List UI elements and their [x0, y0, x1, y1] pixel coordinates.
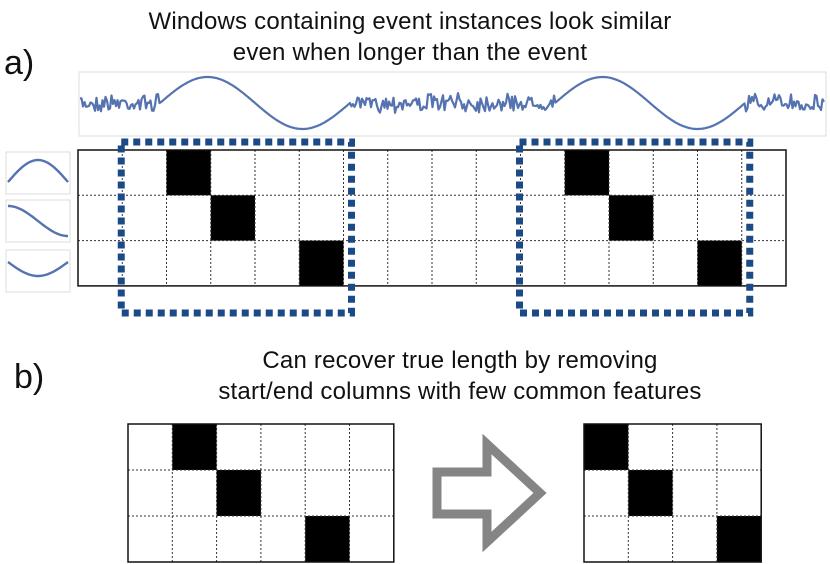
right-arrow-icon — [432, 433, 547, 553]
filled-cell — [216, 470, 261, 516]
thumbnail-curve — [7, 158, 69, 183]
time-series-signal — [79, 75, 825, 131]
panel-a-label: a) — [4, 44, 35, 82]
panel-a-title-line-2: even when longer than the event — [232, 39, 588, 66]
filled-cell — [210, 195, 255, 241]
panel-a-title: Windows containing event instances look … — [110, 6, 710, 68]
grid-border — [77, 149, 787, 287]
event-window-2 — [516, 138, 754, 317]
filled-cell — [628, 470, 673, 516]
panel-b-title-line-2: start/end columns with few common featur… — [218, 378, 702, 405]
filled-cell — [166, 150, 211, 196]
panel-b-title: Can recover true length by removing star… — [160, 345, 760, 407]
thumbnail-curve — [8, 204, 68, 238]
feature-grid-a — [77, 149, 787, 287]
shapelet-descending-thumbnail — [5, 199, 71, 243]
grid-border — [583, 423, 762, 563]
filled-cell — [697, 240, 742, 286]
panel-b-label: b) — [14, 358, 45, 396]
event-window-1 — [117, 138, 355, 317]
panel-b-title-line-1: Can recover true length by removing — [262, 347, 658, 374]
filled-cell — [564, 150, 609, 196]
filled-cell — [584, 424, 629, 470]
grid-before-trim — [127, 423, 395, 563]
filled-cell — [299, 240, 344, 286]
thumbnail-curve — [7, 261, 69, 278]
grid-border — [127, 423, 395, 563]
thumbnail-frame — [5, 249, 71, 293]
filled-cell — [172, 424, 217, 470]
shapelet-dip-thumbnail — [5, 249, 71, 293]
panel-a-title-line-1: Windows containing event instances look … — [148, 8, 672, 35]
filled-cell — [305, 516, 350, 562]
filled-cell — [716, 516, 762, 562]
filled-cell — [609, 195, 654, 241]
shapelet-rise-fall-thumbnail — [5, 151, 71, 195]
grid-after-trim — [583, 423, 762, 563]
